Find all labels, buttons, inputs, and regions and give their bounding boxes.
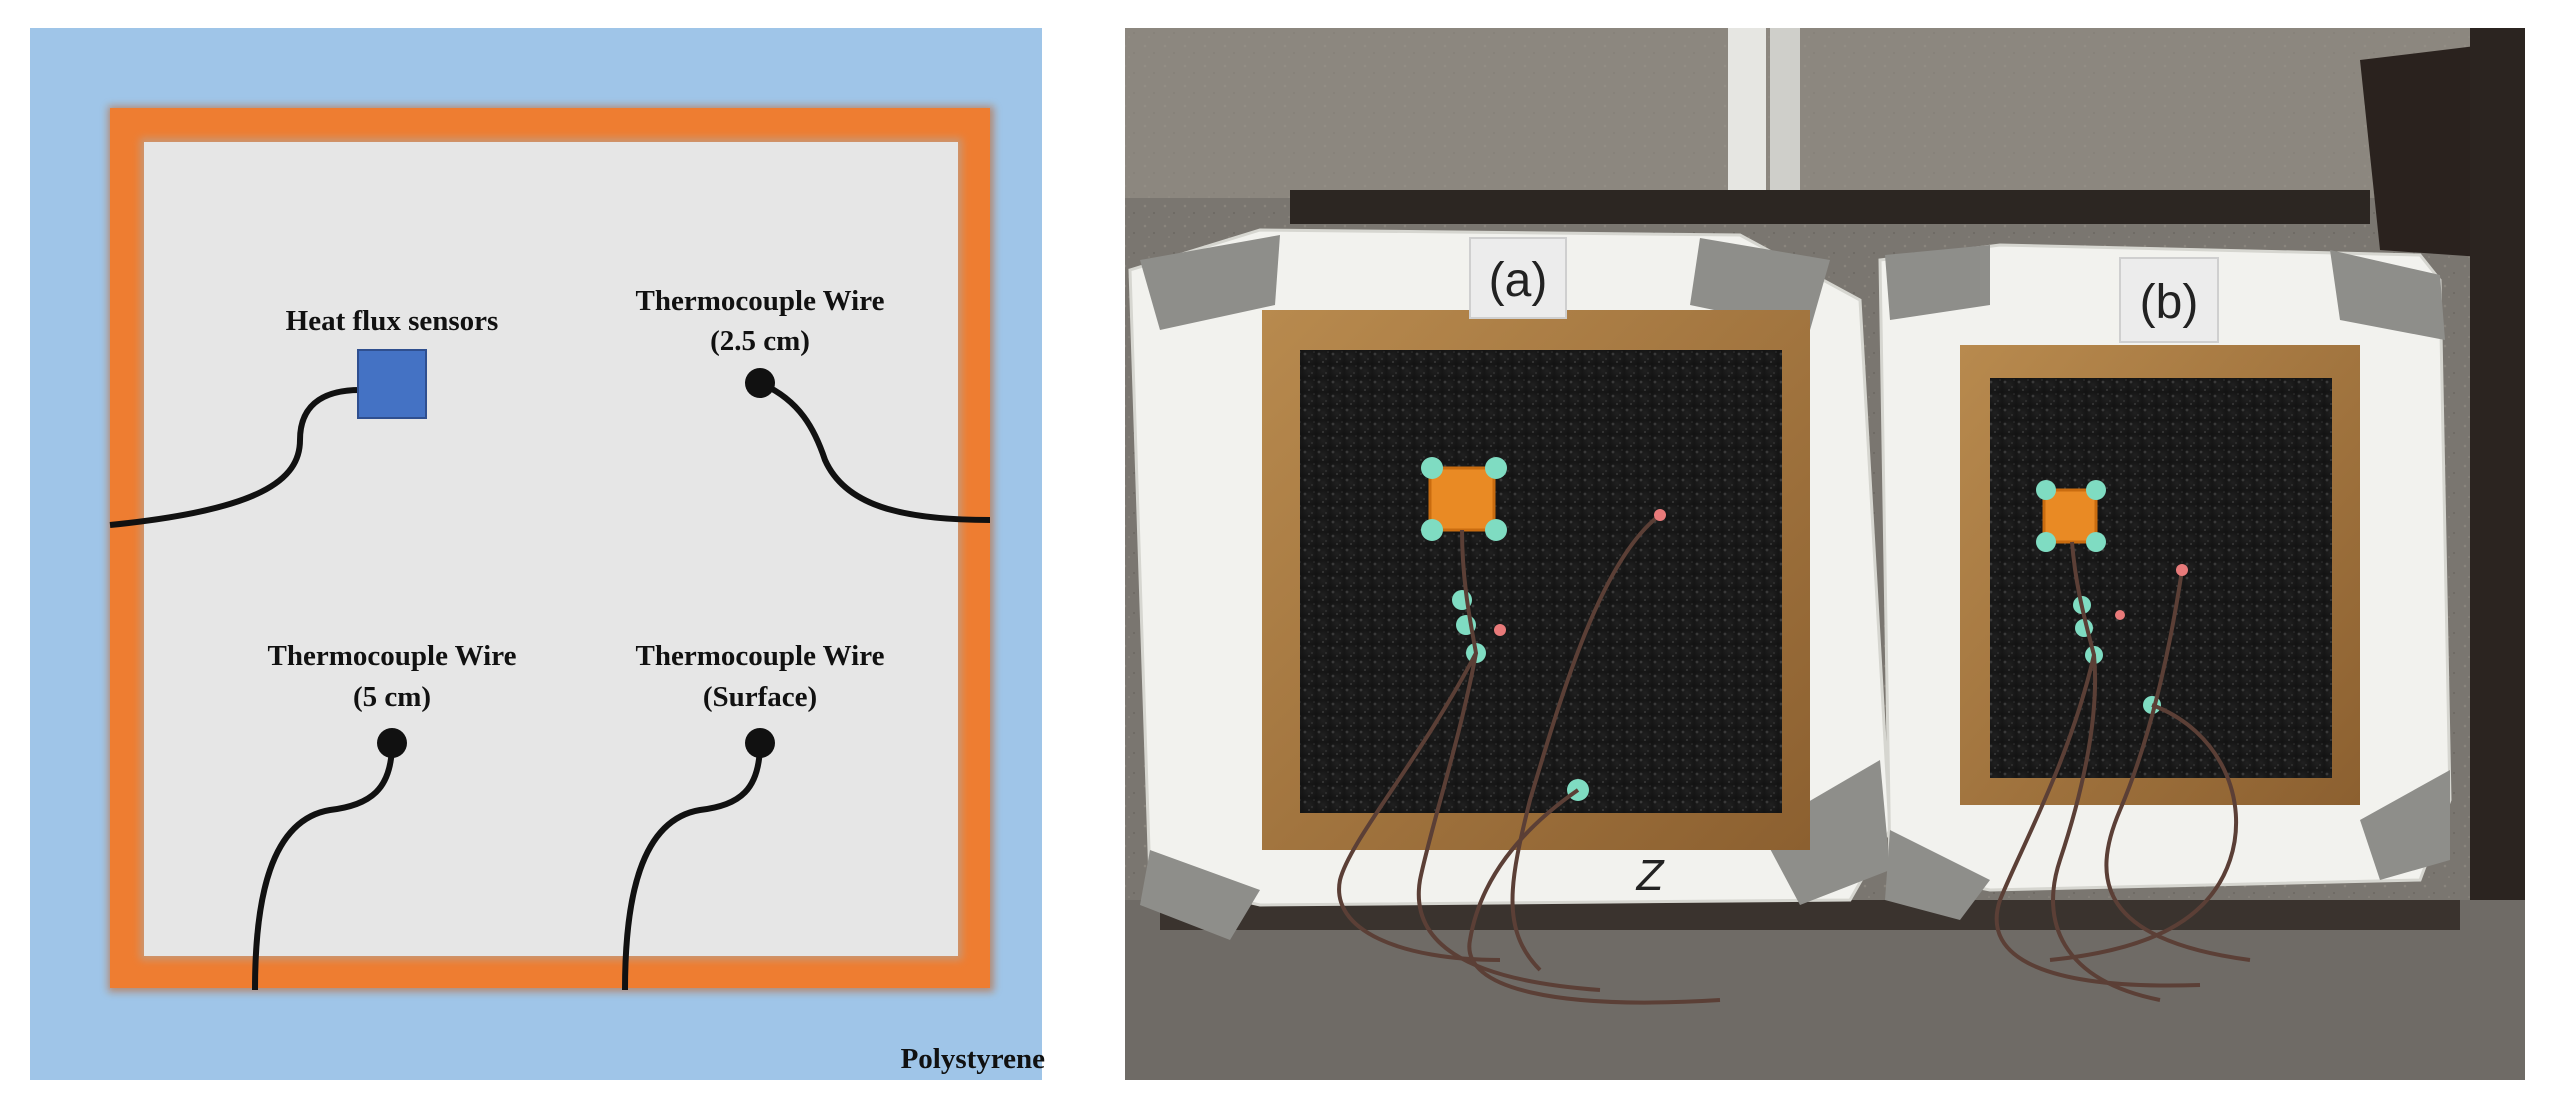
box-a-sensor-clips	[1421, 457, 1589, 801]
box-a-tape-br	[1760, 760, 1890, 905]
box-b-tape-bl	[1885, 830, 1990, 920]
box-a-heat-flux-sensor	[1428, 466, 1496, 532]
table-leg-left	[1728, 28, 1766, 198]
box-a: (a) Z	[1128, 228, 1892, 1005]
bench-rail-top	[1290, 190, 2370, 224]
box-a-tc-tip-2	[1494, 624, 1506, 636]
box-b-tc-tip	[2176, 564, 2188, 576]
box-a-tc-tip	[1654, 509, 1666, 521]
tc-2-5-wire	[758, 380, 991, 523]
box-b-tc-tip-2	[2115, 610, 2125, 620]
tc-surface-label-line2: (Surface)	[703, 681, 817, 713]
box-b-heat-flux-sensor	[2042, 488, 2098, 544]
box-b-soil	[1990, 378, 2332, 778]
tc-surface-wire	[622, 742, 763, 991]
panel-a-label-box	[1469, 237, 1567, 319]
tc-5-wire	[252, 742, 395, 991]
box-b-sensor-clips	[2036, 480, 2161, 714]
box-a-tape-tr	[1690, 238, 1830, 330]
heat-flux-sensor	[357, 349, 427, 419]
panel-b-label-box	[2119, 257, 2219, 343]
tc-surface-junction	[745, 728, 775, 758]
polystyrene-label: Polystyrene	[901, 1043, 1046, 1075]
box-b-tape-tl	[1885, 245, 1990, 320]
panel-b-label: (b)	[2140, 276, 2199, 329]
box-a-wires	[1337, 513, 1721, 1005]
box-b-tape-br	[2360, 770, 2450, 880]
box-a-tape-tl	[1140, 235, 1280, 330]
tc-2-5-label-line2: (2.5 cm)	[710, 325, 810, 357]
tc-5-label-line1: Thermocouple Wire	[268, 640, 517, 672]
photo-panel: (a) Z	[1125, 28, 2525, 1080]
tc-2-5-junction	[745, 368, 775, 398]
box-a-marking: Z	[1636, 851, 1666, 900]
heat-flux-wire	[109, 387, 361, 528]
table-leg-right	[1770, 28, 1800, 198]
photo-upper-light	[1125, 28, 2525, 198]
heat-flux-sensors-label: Heat flux sensors	[286, 305, 499, 337]
box-a-soil	[1300, 350, 1782, 813]
box-b-wires	[1994, 541, 2251, 1002]
tc-surface-label-line1: Thermocouple Wire	[636, 640, 885, 672]
schematic-panel: Heat flux sensors Thermocouple Wire (2.5…	[30, 28, 1045, 1080]
panel-a-label: (a)	[1489, 254, 1548, 307]
tc-5-junction	[377, 728, 407, 758]
tc-5-label-line2: (5 cm)	[353, 681, 431, 713]
box-b: (b)	[1878, 243, 2452, 1002]
box-b-tape-tr	[2330, 250, 2445, 340]
box-a-tape-bl	[1140, 850, 1260, 940]
soil-interior	[144, 142, 958, 956]
tc-2-5-label-line1: Thermocouple Wire	[636, 285, 885, 317]
